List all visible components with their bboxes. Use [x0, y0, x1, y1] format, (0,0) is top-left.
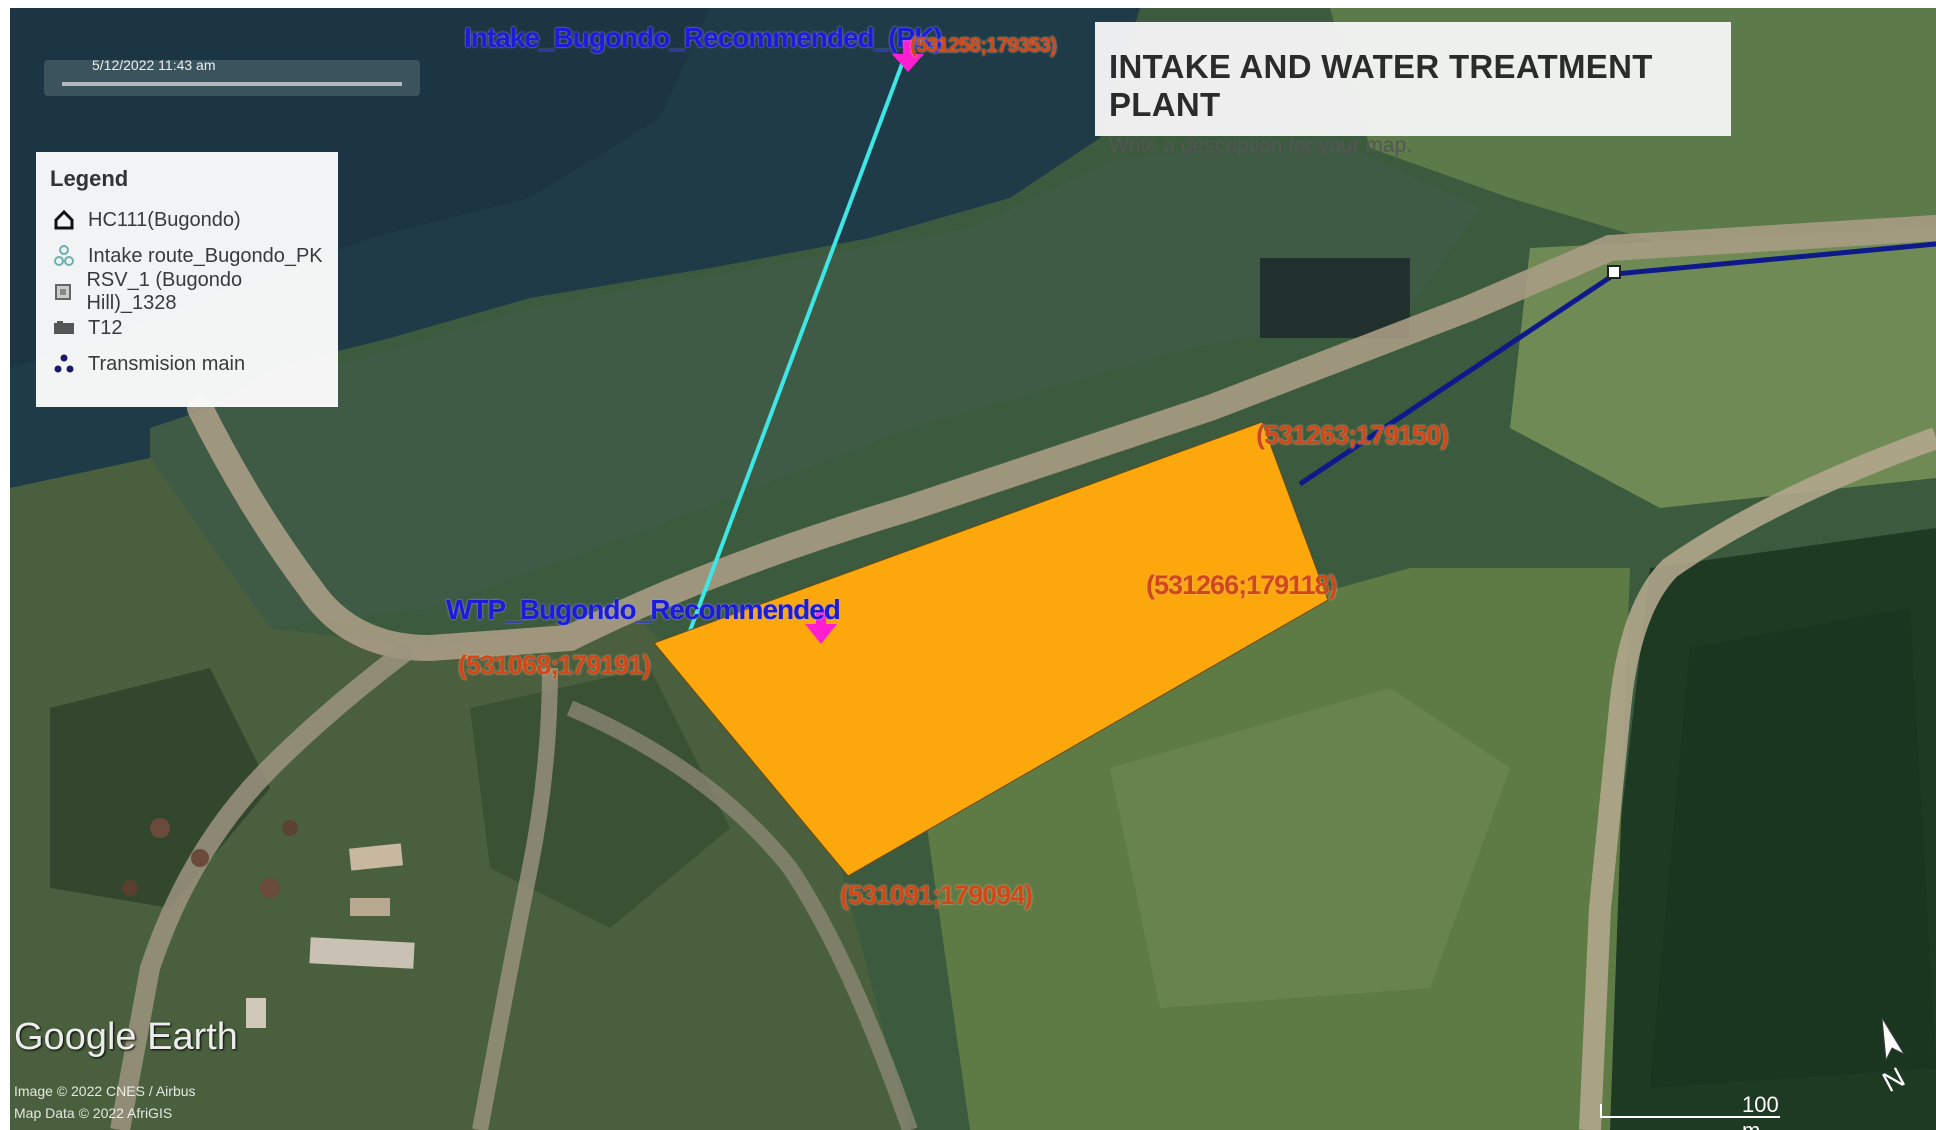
time-slider-track[interactable] [62, 82, 402, 86]
legend-item-intake-route: Intake route_Bugondo_PK [50, 238, 324, 274]
satellite-map[interactable]: 5/12/2022 11:43 am Intake_Bugondo_Recomm… [10, 8, 1936, 1130]
legend-item-rsv1: RSV_1 (Bugondo Hill)_1328 [50, 269, 324, 314]
legend-title: Legend [50, 166, 129, 191]
google-earth-logo: Google Earth [14, 1016, 238, 1058]
north-letter: N [1877, 1061, 1909, 1098]
wtp-pin-icon[interactable] [805, 610, 837, 644]
legend-item-label: Intake route_Bugondo_PK [88, 244, 323, 267]
north-arrow-icon[interactable]: N [1868, 1010, 1924, 1105]
legend-item-label: HC111(Bugondo) [88, 208, 241, 231]
map-description[interactable]: Write a description for your map. [1109, 134, 1413, 157]
wtp-site-polygon[interactable] [653, 421, 1329, 877]
scale-bar: 100 m [1600, 1092, 1780, 1130]
t12-marker[interactable] [1607, 265, 1621, 279]
legend-item-t12: T12 [50, 310, 324, 346]
vertex-coord-label-4: (531091;179094) [840, 880, 1033, 910]
intake-route-line[interactable] [686, 47, 910, 637]
intake-coord-label: (531258;179353) [910, 34, 1057, 57]
house-icon [50, 208, 78, 232]
legend-item-label: Transmision main [88, 352, 246, 375]
scale-bar-tick [1600, 1104, 1602, 1118]
reservoir-icon [50, 280, 76, 304]
tank-icon [50, 316, 78, 340]
credit-line-2: Map Data © 2022 AfriGIS [14, 1105, 173, 1121]
wtp-placemark-label[interactable]: WTP_Bugondo_Recommended [446, 594, 841, 625]
map-title: INTAKE AND WATER TREATMENT PLANT [1109, 48, 1653, 123]
intake-placemark-label[interactable]: Intake_Bugondo_Recommended_(PK) [464, 22, 943, 53]
scale-label: 100 m [1742, 1092, 1779, 1130]
pipeline-icon [50, 352, 78, 376]
legend-item-label: RSV_1 (Bugondo Hill)_1328 [86, 269, 243, 314]
legend-item-hc111: HC111(Bugondo) [50, 202, 324, 238]
vertex-coord-label-1: (531068;179191) [458, 650, 651, 680]
vertex-coord-label-2: (531263;179150) [1256, 420, 1449, 450]
legend-panel: Legend HC111(Bugondo) Intake route_Bugon… [36, 152, 338, 407]
intake-pin-icon[interactable] [892, 40, 924, 72]
legend-item-transmission-main: Transmision main [50, 346, 324, 382]
route-icon [50, 244, 78, 268]
credit-line-1: Image © 2022 CNES / Airbus [14, 1083, 196, 1099]
imagery-credits: Image © 2022 CNES / Airbus Map Data © 20… [14, 1080, 196, 1124]
time-slider[interactable]: 5/12/2022 11:43 am [44, 57, 420, 96]
time-slider-label: 5/12/2022 11:43 am [92, 57, 216, 73]
vertex-coord-label-3: (531266;179118) [1146, 570, 1338, 600]
title-panel[interactable]: INTAKE AND WATER TREATMENT PLANT Write a… [1095, 22, 1731, 157]
scale-bar-line [1600, 1116, 1780, 1118]
legend-item-label: T12 [88, 316, 123, 339]
